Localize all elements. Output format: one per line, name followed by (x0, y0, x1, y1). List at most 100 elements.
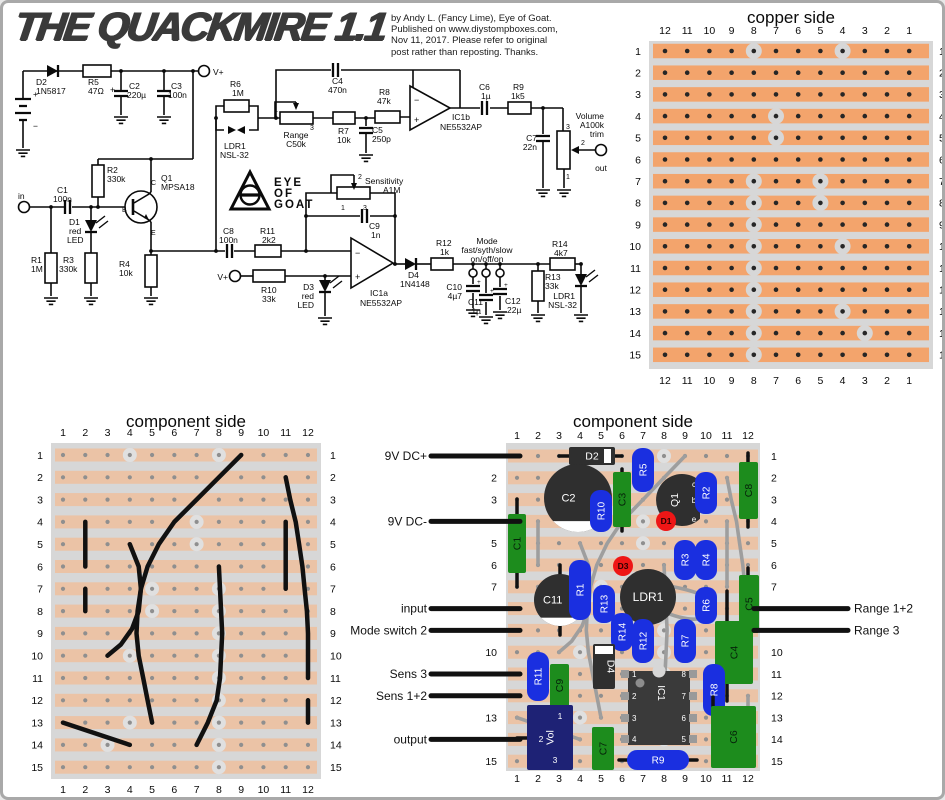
col-label: 3 (556, 773, 562, 785)
capacitor-symbol (466, 284, 480, 293)
led-D1 (656, 511, 676, 531)
col-label: 9 (729, 375, 735, 387)
row-label: 15 (485, 756, 497, 768)
col-label: 1 (514, 773, 520, 785)
hole (862, 113, 868, 119)
hole (884, 309, 890, 314)
col-label: 11 (722, 773, 733, 785)
hole (684, 244, 690, 249)
hole (83, 475, 88, 480)
component-label: R14 (618, 622, 629, 641)
hole (795, 70, 801, 75)
hole (149, 765, 155, 770)
schematic-label: + (355, 272, 360, 282)
resistor-symbol (332, 111, 356, 125)
hole (149, 698, 155, 703)
pot-wiper-arrow (293, 103, 299, 110)
schematic-label: C10 (446, 282, 462, 292)
hole (729, 113, 734, 119)
hole (598, 628, 604, 633)
wire (249, 118, 259, 131)
schematic-label: 2 (358, 174, 362, 181)
row-label: 10 (330, 651, 342, 663)
copper-strip (55, 716, 317, 730)
hole (703, 628, 709, 633)
hole (83, 742, 88, 748)
junction-dot (149, 249, 153, 253)
col-label: 6 (171, 427, 177, 439)
hole (884, 70, 890, 75)
hole (684, 352, 690, 358)
schematic-label: 1M (232, 88, 244, 98)
col-label: 8 (216, 784, 222, 796)
hole (127, 475, 132, 480)
component-C8 (739, 462, 758, 519)
hole (239, 698, 244, 703)
schematic-label: 330k (59, 264, 78, 274)
hole (662, 92, 668, 97)
hole (818, 265, 823, 271)
schematic-label: 22µ (507, 305, 521, 315)
col-label: 9 (238, 784, 244, 796)
schematic-label: LDR1 (553, 291, 575, 301)
resistor-R2 (695, 472, 717, 514)
wire (305, 192, 337, 251)
ic-pin (689, 735, 697, 743)
hole (105, 586, 110, 591)
schematic-label: R2 (107, 165, 118, 175)
ic-pin1-dot (635, 678, 645, 688)
switch-lug (495, 268, 505, 278)
component-label: C4 (729, 646, 741, 660)
resistor-symbol (44, 252, 58, 284)
hole (818, 222, 823, 227)
col-label: 4 (127, 427, 133, 439)
hole (149, 497, 155, 502)
schematic-label: on/off/on (471, 254, 504, 264)
hole (751, 113, 757, 119)
led-symbol (319, 280, 331, 292)
hole (149, 586, 155, 591)
hole (840, 265, 845, 271)
col-label: 9 (682, 430, 688, 442)
col-label: 10 (700, 430, 712, 442)
hole (105, 497, 110, 502)
hole (840, 352, 845, 358)
hole (149, 675, 155, 681)
copper-strip (653, 43, 929, 59)
row-label: 5 (771, 538, 777, 550)
hole (305, 497, 311, 502)
byline-line: by Andy L. (Fancy Lime), Eye of Goat. (391, 13, 552, 24)
hole (577, 759, 583, 764)
hole (795, 178, 801, 184)
col-label: 6 (619, 430, 625, 442)
hole (684, 92, 690, 97)
ground-symbol (557, 189, 571, 198)
hole (795, 113, 801, 119)
led-D3 (613, 556, 633, 576)
component-label: R5 (639, 463, 650, 476)
hole (862, 265, 868, 271)
polarity-mark (534, 617, 586, 626)
component-C6 (711, 706, 756, 768)
hole (795, 200, 801, 206)
hole (239, 742, 244, 748)
hole (149, 452, 155, 458)
schematic-label: C3 (171, 81, 182, 91)
hole (661, 628, 667, 633)
hole (662, 70, 668, 75)
hole (261, 631, 266, 636)
hole (795, 135, 801, 141)
col-label: 1 (906, 375, 912, 387)
component-label: R6 (702, 599, 713, 612)
hole (906, 178, 912, 184)
hole (684, 135, 690, 141)
schematic: EYEOFGOATD21N5817R547Ω+C2220µC3100nV++−i… (15, 63, 608, 326)
component-label: R1 (576, 583, 587, 596)
hole (127, 720, 132, 725)
schematic-label: 470n (328, 85, 347, 95)
resistor-symbol (254, 244, 282, 258)
hole (127, 698, 132, 703)
schematic-label: R14 (552, 239, 568, 249)
row-label: 10 (939, 241, 945, 253)
hole (795, 222, 801, 227)
